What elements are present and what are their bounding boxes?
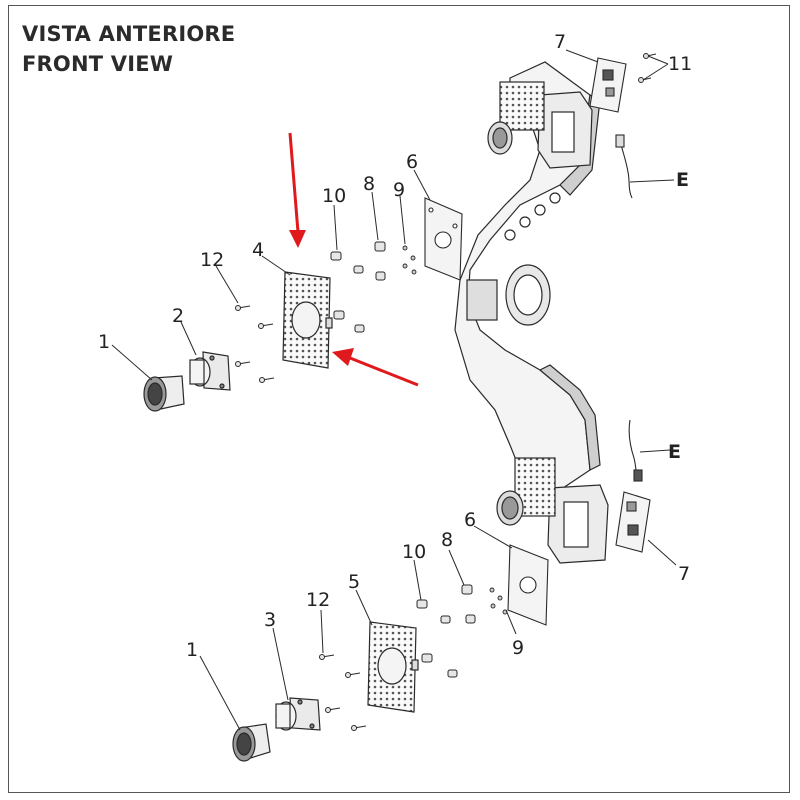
callout-9-upper: 9: [393, 179, 405, 201]
part-e-bottom-cable: [628, 419, 643, 482]
callout-3: 3: [264, 609, 276, 631]
part-10-upper-fasteners: [330, 251, 365, 333]
part-4-perforated-plate: [282, 271, 333, 369]
title-english: FRONT VIEW: [22, 52, 174, 76]
part-10-lower-fasteners: [416, 599, 458, 678]
part-8-upper-bolts: [374, 241, 386, 281]
callout-12-lower: 12: [306, 589, 330, 611]
part-6-lower-plate: [507, 544, 549, 626]
part-9-lower-small-screws: [489, 587, 508, 615]
part-9-upper-small-screws: [402, 245, 417, 275]
callout-1-upper: 1: [98, 331, 110, 353]
callout-8-upper: 8: [363, 173, 375, 195]
bottom-collar: [496, 490, 524, 526]
part-e-top-cable: [615, 134, 633, 199]
callout-9-lower: 9: [512, 637, 524, 659]
callout-5: 5: [348, 571, 360, 593]
part-1-upper-coupler: [143, 375, 185, 412]
part-12-lower-screws: [319, 654, 367, 731]
callout-e-upper: E: [676, 169, 689, 191]
callout-11: 11: [668, 53, 692, 75]
part-6-upper-plate: [424, 197, 463, 281]
main-frame-body: [454, 61, 609, 564]
part-2-flange: [189, 351, 231, 391]
callout-1-lower: 1: [186, 639, 198, 661]
red-indicator-arrows: [288, 132, 419, 387]
callout-6-lower: 6: [464, 509, 476, 531]
part-8-lower-bolts: [461, 584, 476, 624]
callout-6-upper: 6: [406, 151, 418, 173]
callout-7-upper: 7: [554, 31, 566, 53]
callout-e-lower: E: [668, 441, 681, 463]
title-italian: VISTA ANTERIORE: [22, 22, 236, 46]
part-5-perforated-plate: [367, 621, 419, 713]
part-11-screws: [638, 53, 657, 83]
callout-10-upper: 10: [322, 185, 346, 207]
callout-2: 2: [172, 305, 184, 327]
callout-4: 4: [252, 239, 264, 261]
part-12-upper-screws: [235, 305, 275, 383]
part-3-flange: [275, 697, 321, 731]
callout-7-lower: 7: [678, 563, 690, 585]
callout-8-lower: 8: [441, 529, 453, 551]
part-7-top-board: [589, 57, 627, 113]
part-7-bottom-board: [615, 491, 651, 553]
leader-lines: [111, 49, 677, 731]
callout-12-upper: 12: [200, 249, 224, 271]
top-collar: [487, 121, 513, 155]
callout-10-lower: 10: [402, 541, 426, 563]
part-1-lower-coupler: [232, 723, 271, 762]
